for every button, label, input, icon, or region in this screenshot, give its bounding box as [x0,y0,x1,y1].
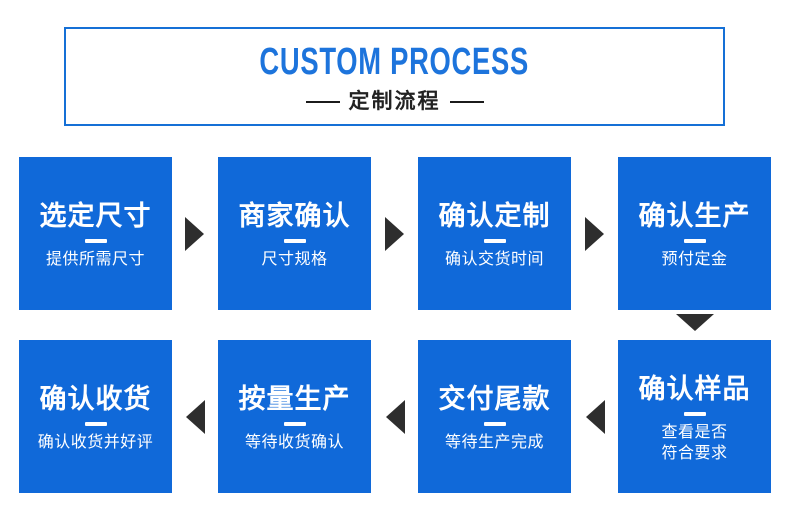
step-2-divider [283,239,306,244]
header-frame: CUSTOM PROCESS 定制流程 [64,27,725,126]
step-box-6[interactable]: 交付尾款 等待生产完成 [418,340,571,493]
arrow-left-icon-2 [386,400,405,434]
dash-right-icon [449,100,484,103]
step-box-4[interactable]: 确认生产 预付定金 [618,157,771,310]
step-3-title: 确认定制 [438,201,551,232]
page-subtitle-text: 定制流程 [348,90,441,113]
step-1-title: 选定尺寸 [39,201,152,232]
step-8-divider [84,422,107,427]
step-2-subtitle: 尺寸规格 [261,251,328,269]
step-6-title: 交付尾款 [438,384,551,415]
step-7-divider [283,422,306,427]
step-3-divider [483,239,506,244]
arrow-right-icon-2 [385,217,404,251]
step-box-5[interactable]: 确认样品 查看是否 符合要求 [618,340,771,493]
page-title-english: CUSTOM PROCESS [259,41,530,83]
step-box-7[interactable]: 按量生产 等待收货确认 [218,340,371,493]
step-8-title: 确认收货 [39,384,152,415]
arrow-left-icon-3 [186,400,205,434]
step-6-subtitle: 等待生产完成 [444,434,544,452]
step-7-subtitle: 等待收货确认 [244,434,344,452]
step-5-divider [683,412,706,417]
step-4-divider [683,239,706,244]
step-box-1[interactable]: 选定尺寸 提供所需尺寸 [19,157,172,310]
dash-left-icon [305,100,340,103]
step-5-title: 确认样品 [638,373,751,404]
step-3-subtitle: 确认交货时间 [444,251,544,269]
step-8-subtitle: 确认收货并好评 [37,434,154,452]
step-box-3[interactable]: 确认定制 确认交货时间 [418,157,571,310]
step-box-2[interactable]: 商家确认 尺寸规格 [218,157,371,310]
step-1-subtitle: 提供所需尺寸 [45,251,145,269]
arrow-left-icon-1 [586,400,605,434]
step-4-subtitle: 预付定金 [661,251,728,269]
step-5-subtitle: 查看是否 符合要求 [661,424,728,462]
step-7-title: 按量生产 [238,384,351,415]
page-subtitle-chinese: 定制流程 [305,90,484,113]
step-4-title: 确认生产 [638,201,751,232]
arrow-down-icon-1 [676,314,714,331]
step-6-divider [483,422,506,427]
step-1-divider [84,239,107,244]
step-box-8[interactable]: 确认收货 确认收货并好评 [19,340,172,493]
arrow-right-icon-3 [585,217,604,251]
arrow-right-icon-1 [185,217,204,251]
step-2-title: 商家确认 [238,201,351,232]
